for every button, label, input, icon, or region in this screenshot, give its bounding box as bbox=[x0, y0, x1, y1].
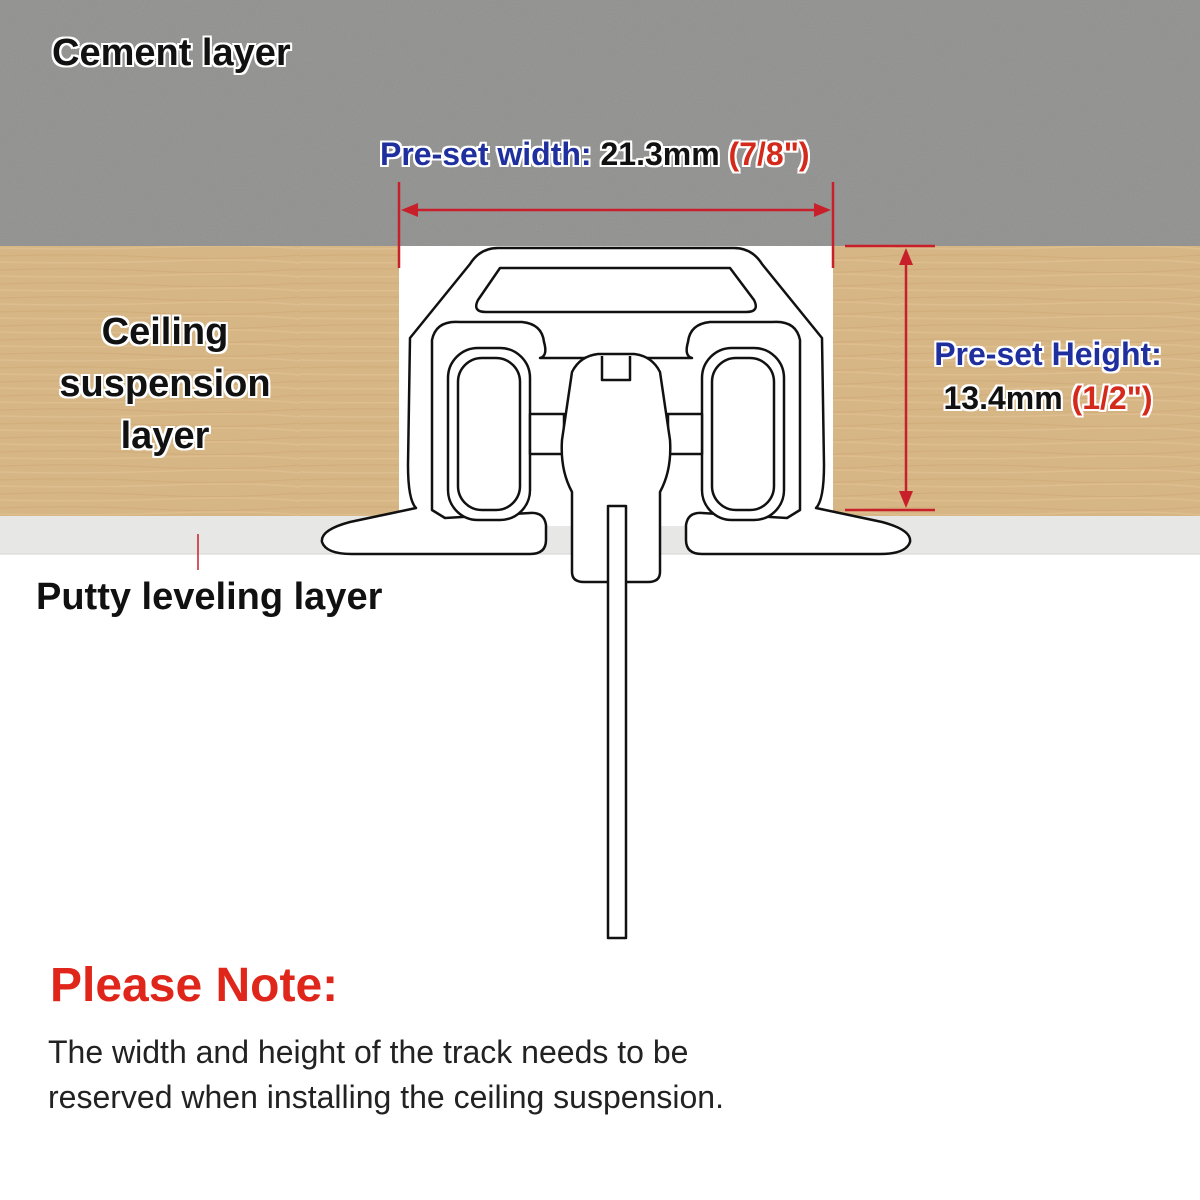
width-label-value: 21.3mm bbox=[600, 136, 720, 172]
height-label-prefix: Pre-set Height: bbox=[934, 336, 1162, 372]
width-label-inch: (7/8") bbox=[728, 136, 810, 172]
cement-layer-label: Cement layer bbox=[52, 32, 291, 74]
height-label-value: 13.4mm bbox=[943, 380, 1063, 416]
width-label-prefix: Pre-set width: bbox=[380, 136, 592, 172]
width-dimension-label: Pre-set width: 21.3mm (7/8") bbox=[380, 136, 810, 173]
putty-layer-label: Putty leveling layer bbox=[36, 576, 383, 618]
track-profile bbox=[320, 246, 912, 940]
note-body: The width and height of the track needs … bbox=[48, 1034, 724, 1115]
height-label-inch: (1/2") bbox=[1071, 380, 1153, 416]
height-dimension-label: Pre-set Height: 13.4mm (1/2") bbox=[908, 332, 1188, 420]
width-dimension bbox=[397, 182, 835, 268]
cement-layer bbox=[0, 0, 1200, 248]
note-title: Please Note: bbox=[50, 959, 339, 1012]
height-dimension bbox=[845, 244, 935, 512]
